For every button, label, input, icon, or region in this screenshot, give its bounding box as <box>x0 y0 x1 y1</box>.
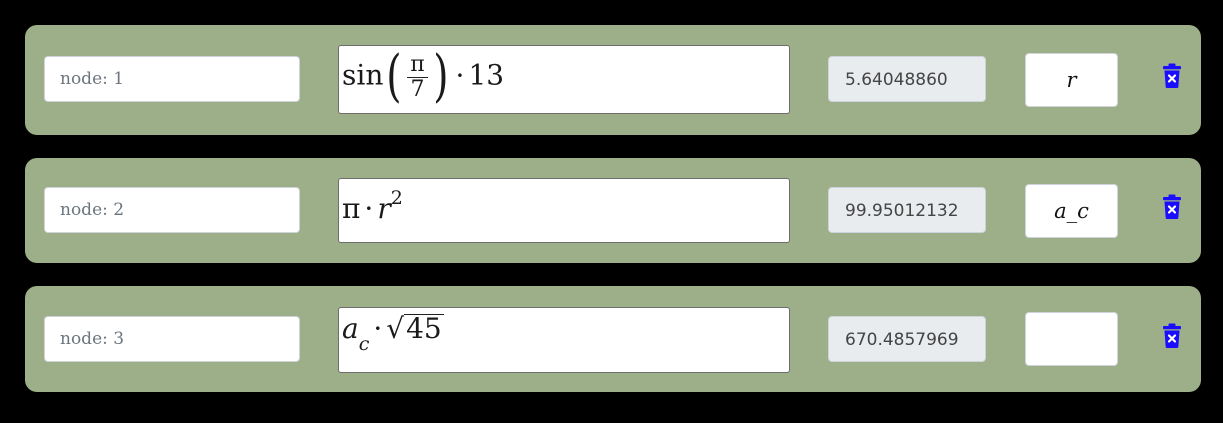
fraction-denominator: 7 <box>410 76 425 102</box>
node-row: sin(π7)·13 5.64048860 <box>25 25 1201 135</box>
multiply-dot: · <box>364 192 374 225</box>
delete-button[interactable] <box>1162 323 1182 349</box>
radicand: 45 <box>404 312 444 345</box>
node-name-input[interactable] <box>44 56 300 102</box>
delete-button[interactable] <box>1162 63 1182 89</box>
variable-name-input[interactable] <box>1025 312 1118 366</box>
expression-field[interactable]: ac·√45 <box>338 307 790 373</box>
exponent: 2 <box>390 187 403 209</box>
result-value: 99.95012132 <box>828 187 986 233</box>
result-value: 5.64048860 <box>828 56 986 102</box>
square-root: √45 <box>386 312 444 345</box>
node-row: ac·√45 670.4857969 <box>25 286 1201 392</box>
right-paren: ) <box>432 44 449 109</box>
variable-name-input[interactable] <box>1025 53 1118 107</box>
node-name-input[interactable] <box>44 187 300 233</box>
left-paren: ( <box>386 44 402 109</box>
factor: 13 <box>468 58 505 92</box>
subscript: c <box>358 333 370 355</box>
expression-field[interactable]: π·r2 <box>338 178 790 243</box>
variable-r: r <box>377 192 391 225</box>
variable-name-input[interactable] <box>1025 184 1118 238</box>
sqrt-sign: √ <box>386 312 405 345</box>
fraction-numerator: π <box>407 52 428 78</box>
expression-math: ac·√45 <box>342 312 444 355</box>
node-row: π·r2 99.95012132 <box>25 158 1201 263</box>
result-value: 670.4857969 <box>828 316 986 362</box>
function-name: sin <box>342 58 384 92</box>
pi-symbol: π <box>342 192 361 225</box>
multiply-dot: · <box>455 58 465 92</box>
node-name-input[interactable] <box>44 316 300 362</box>
expression-math: π·r2 <box>342 187 403 225</box>
delete-button[interactable] <box>1162 194 1182 220</box>
trash-x-icon <box>1163 194 1181 219</box>
variable-a: a <box>342 312 359 345</box>
trash-x-icon <box>1163 323 1181 348</box>
trash-x-icon <box>1163 63 1181 88</box>
multiply-dot: · <box>373 312 383 345</box>
